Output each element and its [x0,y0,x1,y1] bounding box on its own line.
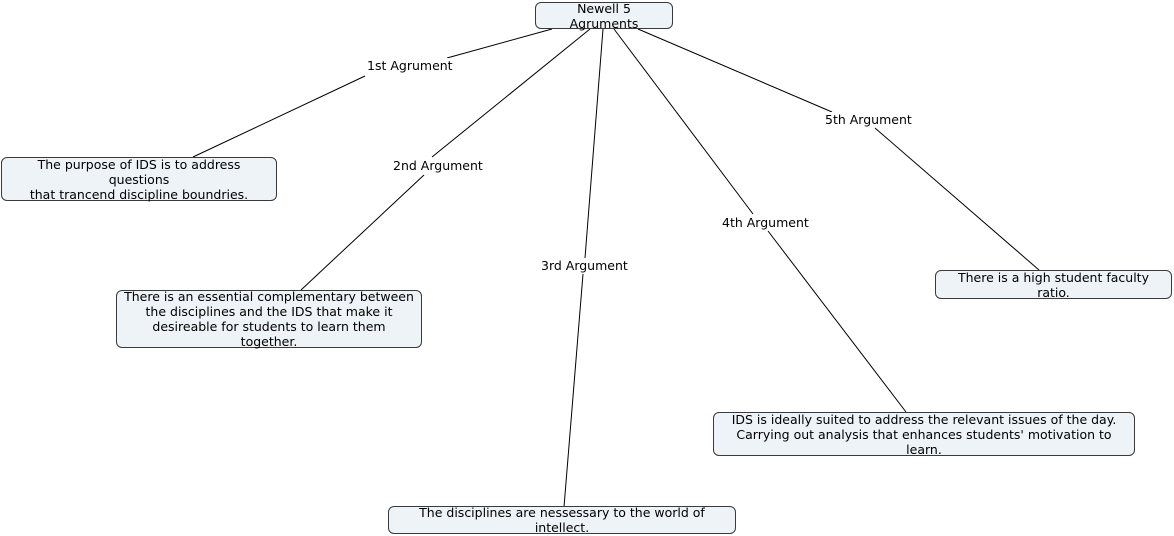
connector-label-5-to-concept-5 [874,127,1040,271]
connector-root-to-label-3 [584,28,604,259]
connector-label-4-to-concept-4 [767,230,907,413]
connector-label-1-to-concept-1 [192,75,366,158]
link-label-5th-argument: 5th Argument [823,112,914,127]
concept-node-2[interactable]: There is an essential complementary betw… [116,289,422,349]
link-label-1st-argument: 1st Agrument [365,58,455,73]
root-node[interactable]: Newell 5 Agruments [535,1,673,31]
connector-label-3-to-concept-3 [563,273,584,508]
connector-root-to-label-4 [613,28,754,215]
concept-node-4[interactable]: IDS is ideally suited to address the rel… [713,412,1135,457]
link-label-4th-argument: 4th Argument [720,215,811,230]
connector-root-to-label-2 [431,28,591,158]
connector-root-to-label-5 [637,28,833,113]
connector-root-to-label-1 [446,28,553,59]
link-label-2nd-argument: 2nd Argument [391,158,485,173]
concept-node-3[interactable]: The disciplines are nessessary to the wo… [388,505,736,535]
link-label-3rd-argument: 3rd Argument [539,258,630,273]
concept-node-5[interactable]: There is a high student faculty ratio. [935,270,1172,300]
connector-label-2-to-concept-2 [300,174,425,291]
concept-node-1[interactable]: The purpose of IDS is to address questio… [1,157,277,202]
